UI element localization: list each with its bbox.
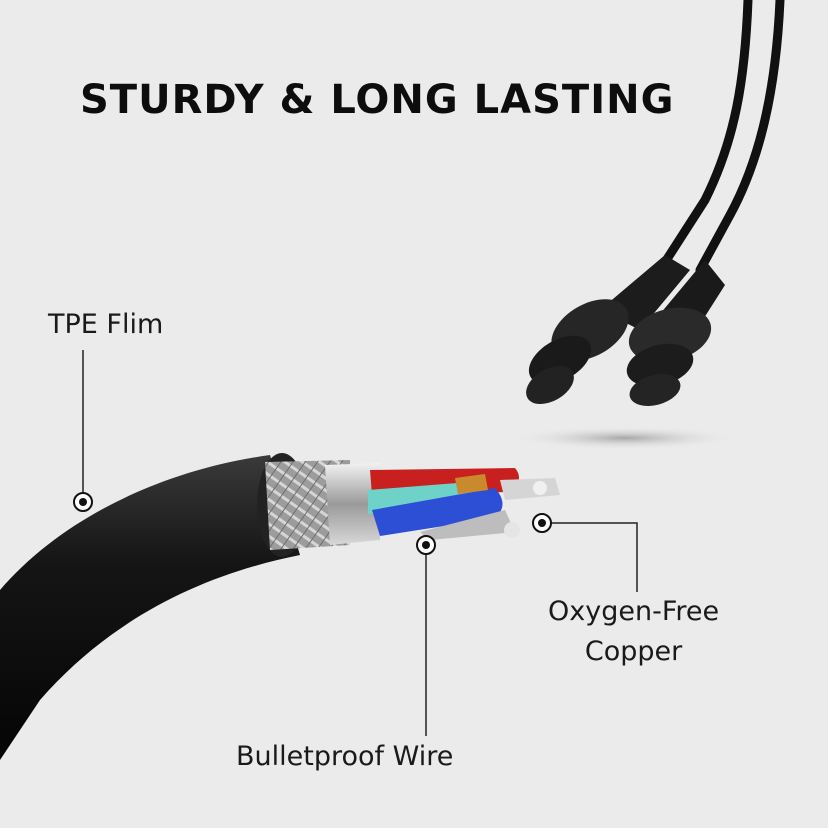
bulletproof-wire-label: Bulletproof Wire bbox=[236, 741, 454, 772]
callout-tpe-film bbox=[73, 350, 93, 512]
tpe-film-label: TPE Flim bbox=[48, 309, 164, 340]
callout-oxygen-free-copper bbox=[532, 513, 638, 592]
earbuds-image bbox=[510, 0, 785, 450]
oxygen-free-copper-label: Oxygen-Free Copper bbox=[548, 592, 719, 672]
headline: STURDY & LONG LASTING bbox=[80, 77, 675, 123]
callout-bulletproof-wire bbox=[416, 535, 436, 736]
oxygen-free-copper-label-line2: Copper bbox=[584, 636, 683, 667]
oxygen-free-copper-label-line1: Oxygen-Free bbox=[548, 596, 720, 627]
cable-cross-section-image bbox=[0, 453, 560, 760]
